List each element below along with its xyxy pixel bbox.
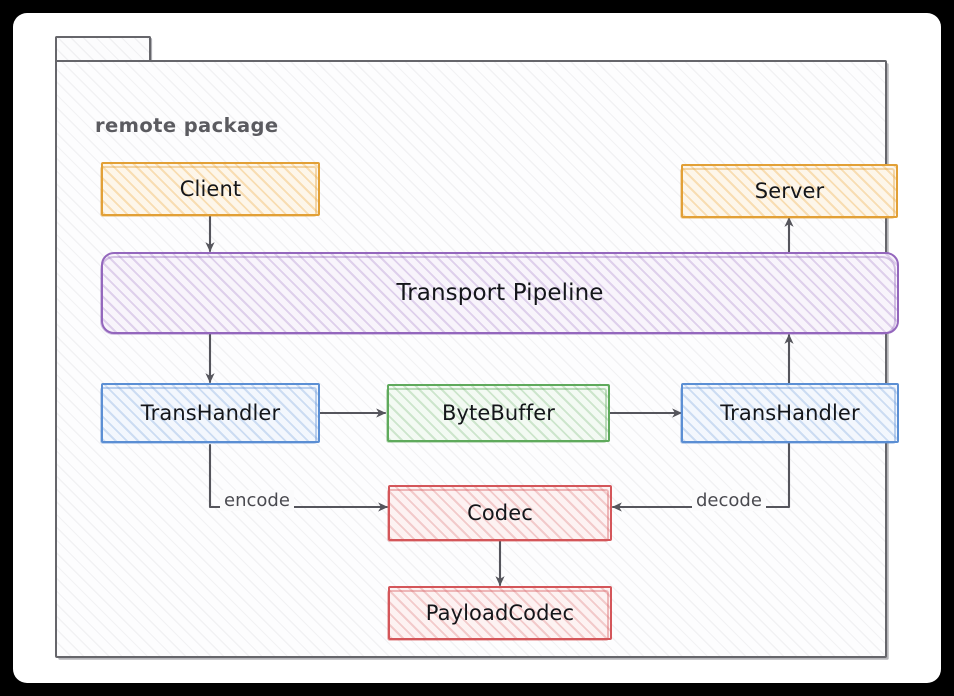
node-transhandler-right-label: TransHandler	[720, 401, 860, 425]
edge-label-decode: decode	[692, 490, 766, 511]
node-bytebuffer[interactable]: ByteBuffer	[386, 384, 610, 443]
node-client[interactable]: Client	[100, 162, 320, 217]
node-transhandler-right[interactable]: TransHandler	[680, 383, 899, 444]
node-bytebuffer-label: ByteBuffer	[441, 401, 556, 425]
node-transhandler-left-label: TransHandler	[140, 401, 281, 425]
node-transport-pipeline-label: Transport Pipeline	[396, 280, 604, 306]
diagram-canvas: remote package	[13, 13, 941, 683]
node-payloadcodec-label: PayloadCodec	[425, 601, 575, 625]
node-client-label: Client	[179, 177, 242, 201]
node-transhandler-left[interactable]: TransHandler	[100, 383, 320, 444]
node-server[interactable]: Server	[680, 164, 898, 219]
package-title: remote package	[95, 114, 279, 137]
node-transport-pipeline[interactable]: Transport Pipeline	[100, 252, 899, 335]
node-codec-label: Codec	[467, 501, 533, 525]
remote-package-container: remote package	[42, 36, 897, 661]
package-body	[55, 60, 887, 658]
node-server-label: Server	[754, 179, 825, 203]
package-tab	[55, 36, 151, 63]
node-payloadcodec[interactable]: PayloadCodec	[387, 586, 612, 641]
edge-label-encode: encode	[220, 490, 294, 511]
node-codec[interactable]: Codec	[387, 485, 612, 542]
